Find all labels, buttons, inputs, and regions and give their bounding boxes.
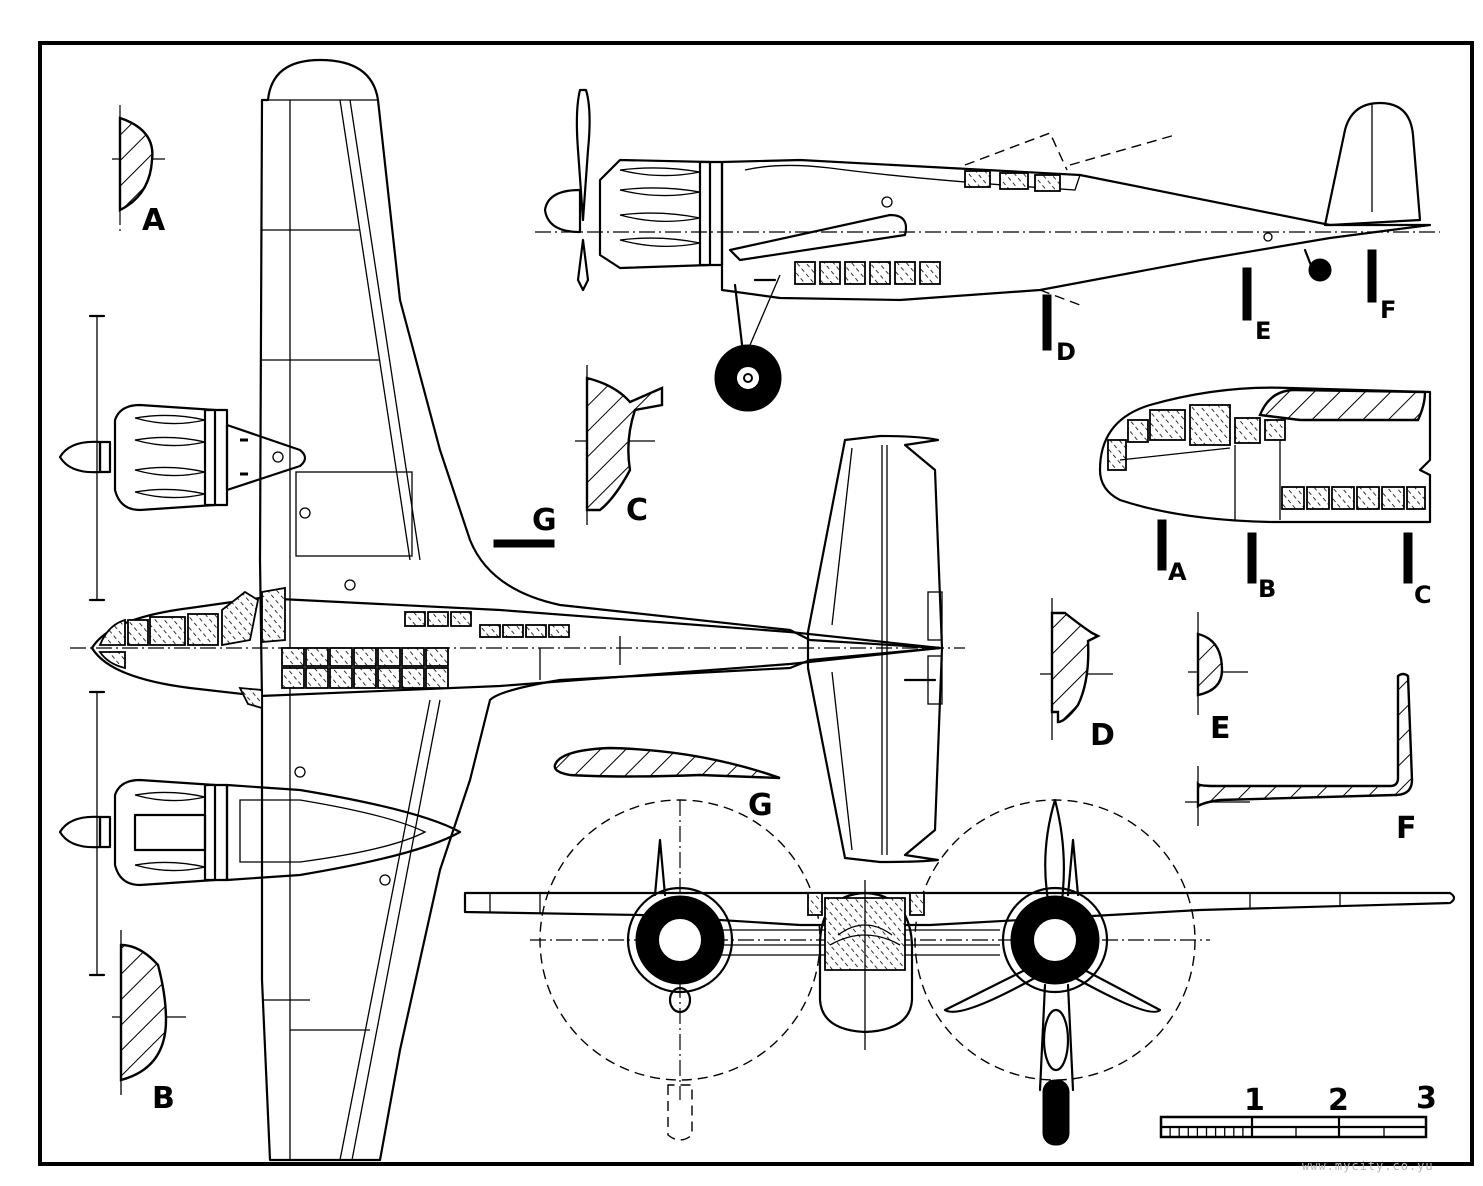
nose-glazing — [98, 586, 286, 710]
station-bar-c — [1403, 532, 1413, 584]
aileron-line-upper — [339, 99, 411, 561]
wing-outline — [258, 58, 942, 1162]
lower-engine-nacelle — [58, 778, 462, 887]
fuselage-windows — [281, 611, 570, 689]
station-bar-f — [1367, 249, 1377, 303]
side-canopy — [964, 170, 1061, 192]
section-label-a: A — [142, 203, 166, 238]
section-e: E — [1188, 612, 1248, 746]
wing-panel — [295, 471, 413, 557]
propeller-blade-lower — [576, 238, 590, 292]
station-label-b: B — [1258, 575, 1276, 603]
station-bar-d — [1042, 294, 1052, 351]
scale-tick-3: 3 — [1416, 1081, 1437, 1116]
drawing-border — [38, 41, 1474, 1166]
horizontal-stabilizer — [806, 434, 944, 864]
spinner — [58, 440, 102, 474]
spinner — [58, 815, 102, 849]
right-prop-blade-left — [943, 963, 1042, 1013]
gun-traverse-outline — [964, 132, 1068, 171]
station-bar-a — [1157, 519, 1167, 571]
station-bar-b — [1247, 532, 1257, 584]
left-engine-ring — [626, 886, 734, 994]
nose-cutaway-hatch — [1258, 388, 1427, 422]
spinner — [543, 188, 582, 234]
side-ventral-windows — [794, 261, 941, 285]
left-gear-retracted — [667, 1084, 693, 1141]
section-label-g: G — [748, 788, 773, 823]
station-label-d: D — [1056, 338, 1076, 366]
aileron-line-lower — [339, 699, 431, 1161]
section-d: D — [1040, 598, 1115, 753]
section-label-b: B — [152, 1081, 175, 1116]
right-engine-ring — [1001, 886, 1109, 994]
station-markers: A B C D E F — [1042, 249, 1432, 609]
front-view — [463, 798, 1456, 1146]
section-a: A — [112, 105, 166, 238]
station-bar-e — [1242, 267, 1252, 321]
scale-bar: 1 2 3 — [1159, 1081, 1437, 1139]
nose-detail-view — [1098, 386, 1432, 524]
dimension-marks — [88, 314, 106, 977]
station-label-c: C — [1414, 581, 1432, 609]
right-main-wheel — [1042, 1079, 1070, 1146]
section-label-e: E — [1210, 711, 1231, 746]
station-label-e: E — [1255, 317, 1271, 345]
right-prop-blade-right — [1068, 963, 1162, 1013]
section-b: B — [112, 930, 186, 1116]
tail-wheel — [1308, 258, 1332, 282]
section-c: C — [575, 365, 664, 528]
section-g: G — [553, 746, 781, 823]
section-label-c: C — [626, 493, 648, 528]
upper-engine-nacelle — [58, 403, 307, 512]
watermark: www.mycity.co.yu — [1302, 1159, 1434, 1173]
section-f: F — [1185, 672, 1417, 846]
side-wing-root — [728, 213, 908, 262]
section-label-f: F — [1396, 811, 1417, 846]
side-vertical-fin — [1323, 101, 1422, 227]
side-cowling — [598, 158, 712, 270]
front-wing — [463, 891, 1456, 927]
nacelle-fairing — [225, 423, 307, 492]
ventral-gun-dashed — [1039, 289, 1081, 306]
left-exhaust-fin — [653, 838, 667, 897]
propeller-blade-upper — [575, 88, 591, 222]
plan-view — [58, 58, 965, 1162]
scale-tick-2: 2 — [1328, 1083, 1349, 1118]
section-label-d: D — [1090, 718, 1115, 753]
station-label-f: F — [1380, 296, 1396, 324]
nacelle-fairing — [225, 783, 462, 882]
gun-barrel-dashed — [1069, 134, 1176, 166]
station-label-a: A — [1168, 558, 1187, 586]
cutting-plane-g: G — [493, 503, 557, 548]
cutting-plane-label: G — [532, 503, 557, 538]
right-prop-blade-top — [1044, 798, 1065, 902]
scale-tick-1: 1 — [1244, 1083, 1265, 1118]
side-view — [535, 88, 1440, 412]
